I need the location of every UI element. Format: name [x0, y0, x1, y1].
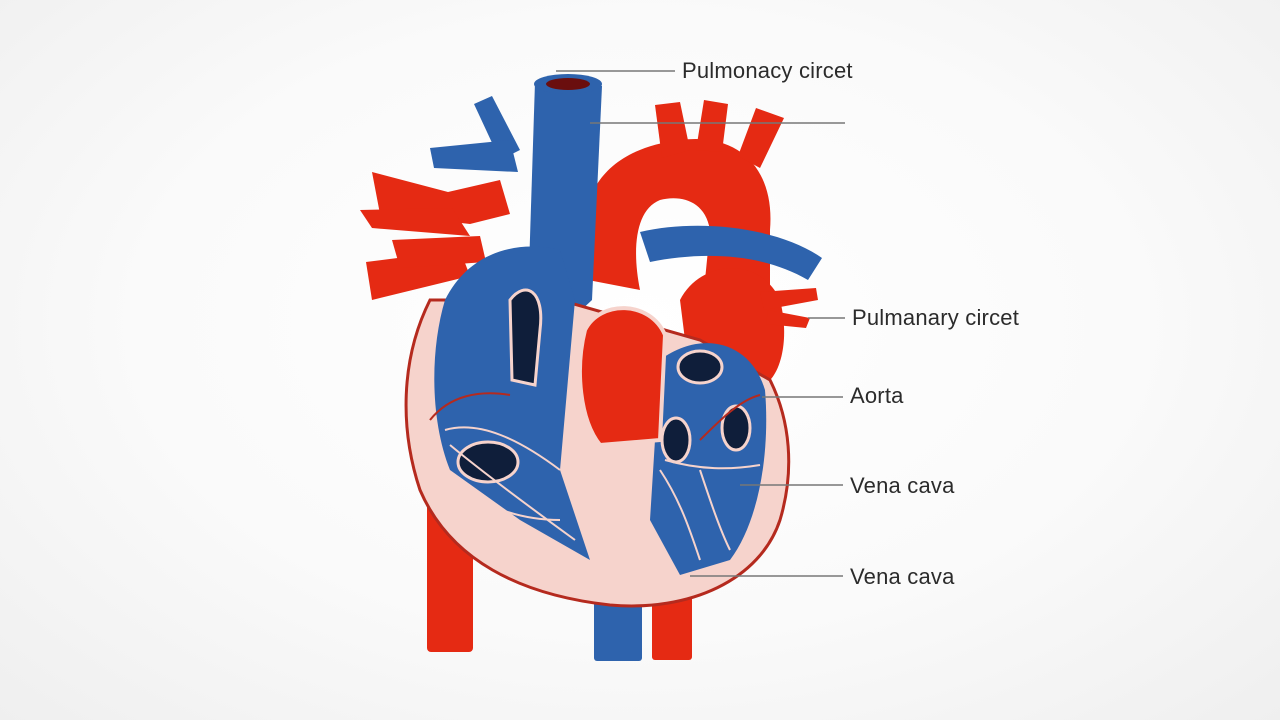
superior-vena-cava — [430, 74, 822, 330]
label-vena-cava-lower: Vena cava — [850, 564, 955, 589]
label-pulmonary-circuit-right: Pulmanary circet — [852, 305, 1020, 330]
left-pulmonary-branches — [360, 172, 510, 300]
lower-right-artery — [652, 590, 692, 660]
label-pulmonary-circuit-top: Pulmonacy circet — [682, 58, 853, 83]
heart-body — [404, 246, 791, 608]
label-vena-cava-upper: Vena cava — [850, 473, 955, 498]
label-aorta: Aorta — [850, 383, 904, 408]
aortic-arch — [582, 100, 818, 380]
leader-lines — [556, 70, 845, 577]
